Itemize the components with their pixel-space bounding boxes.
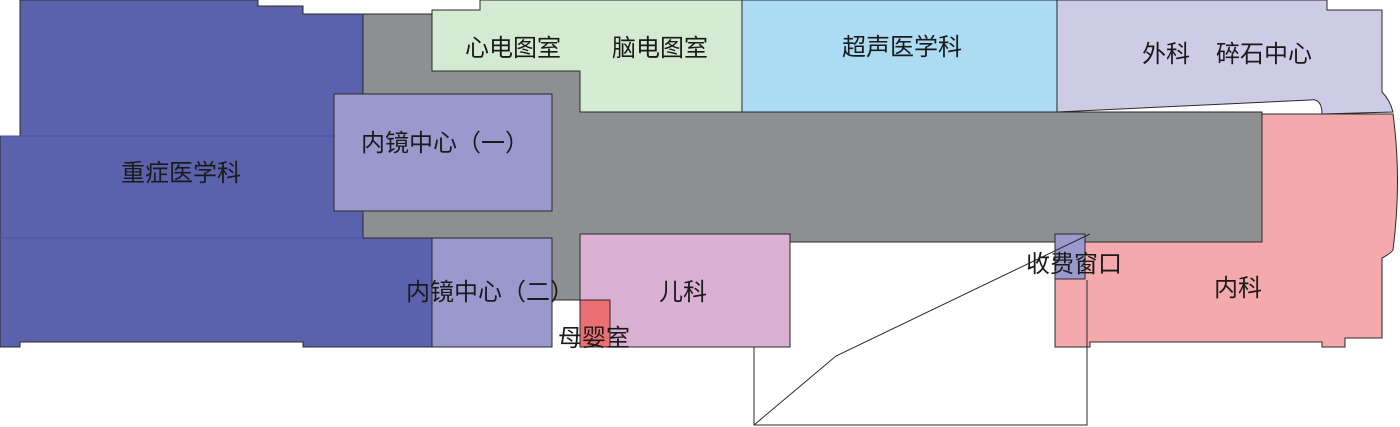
label-surgery: 外科 bbox=[1142, 40, 1190, 68]
courtyard-outline bbox=[753, 280, 1088, 426]
room-cashier[interactable] bbox=[1054, 233, 1086, 280]
room-maternal[interactable] bbox=[579, 299, 611, 348]
room-ultrasound[interactable] bbox=[741, 0, 1058, 113]
label-ecg: 心电图室 bbox=[465, 34, 561, 62]
label-cashier: 收费窗口 bbox=[1026, 250, 1122, 278]
label-eeg: 脑电图室 bbox=[612, 34, 708, 62]
label-icu: 重症医学科 bbox=[121, 159, 241, 187]
room-surgery-lithotripsy[interactable] bbox=[1056, 0, 1394, 115]
entrance-ramp bbox=[753, 233, 1091, 426]
room-internal-medicine[interactable] bbox=[1054, 113, 1398, 348]
room-endoscopy-2[interactable] bbox=[431, 237, 553, 348]
label-internal-medicine: 内科 bbox=[1214, 274, 1262, 302]
label-lithotripsy: 碎石中心 bbox=[1216, 40, 1312, 68]
label-maternal-room: 母婴室 bbox=[558, 324, 630, 352]
room-pediatrics[interactable] bbox=[579, 233, 791, 348]
label-endoscopy-2: 内镜中心（二） bbox=[406, 278, 574, 306]
room-endoscopy-1[interactable] bbox=[333, 93, 553, 212]
label-pediatrics: 儿科 bbox=[659, 278, 707, 306]
label-endoscopy-1: 内镜中心（一） bbox=[361, 129, 529, 157]
label-ultrasound: 超声医学科 bbox=[842, 33, 962, 61]
